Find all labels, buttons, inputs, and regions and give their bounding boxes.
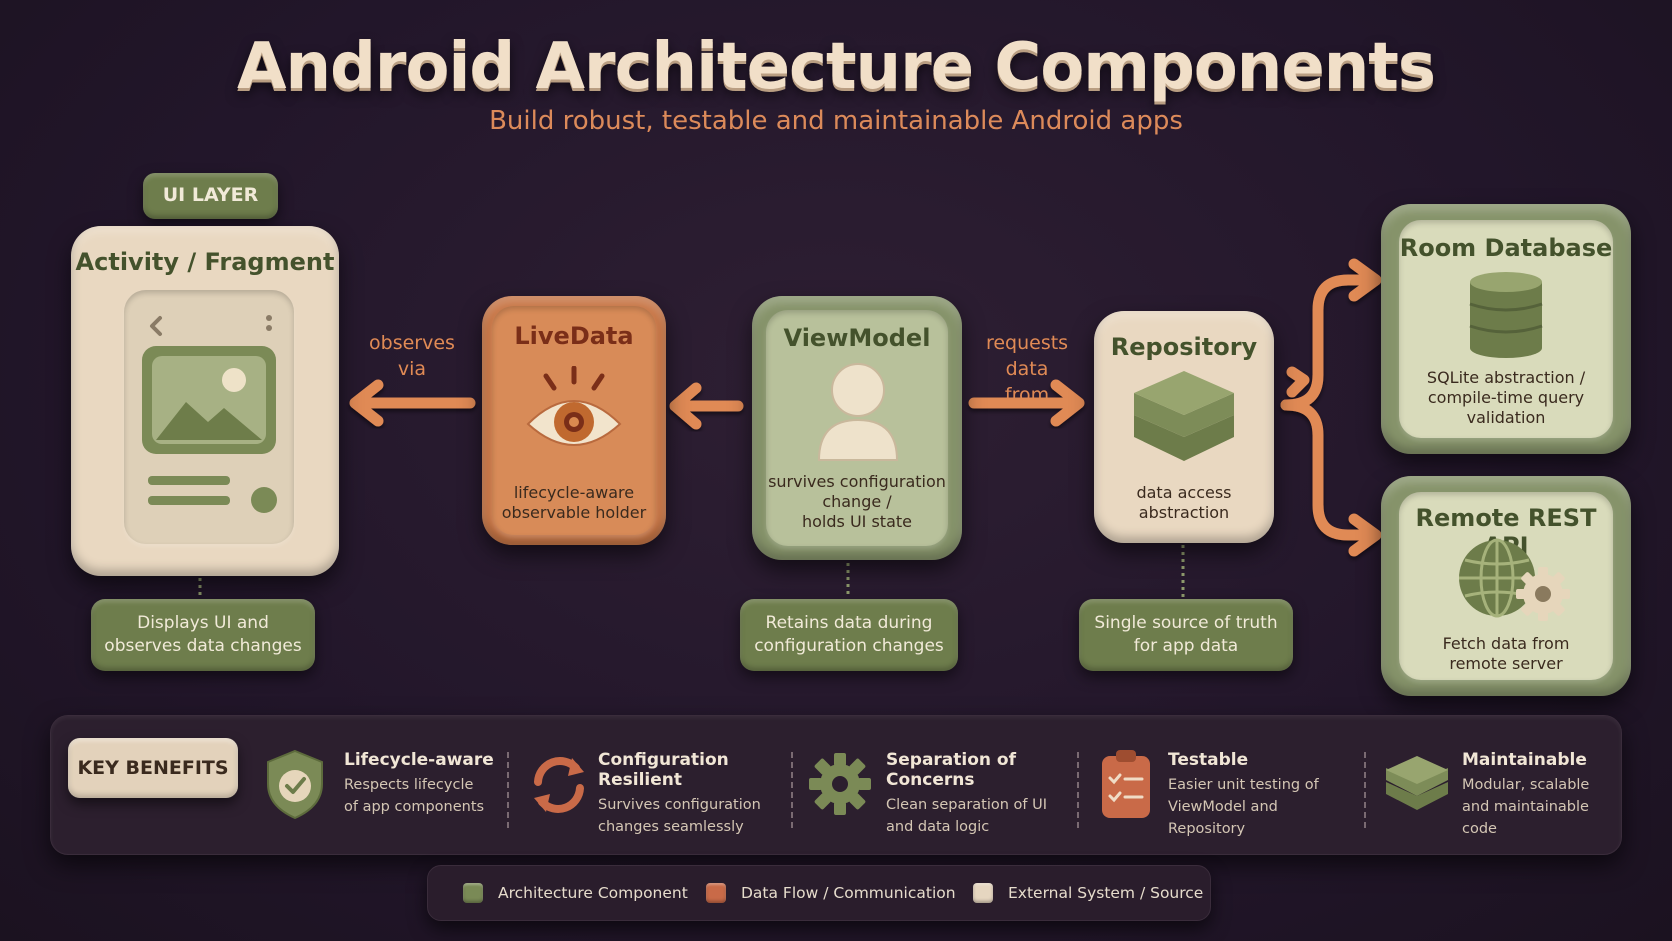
benefit-separator (791, 752, 793, 828)
viewmodel-note: Retains data during configuration change… (740, 599, 958, 671)
remote-api-desc: Fetch data from remote server (1442, 634, 1570, 673)
benefit-desc: Clean separation of UI and data logic (886, 797, 1048, 835)
benefit-desc: Respects lifecycle of app components (344, 777, 485, 815)
benefit-separation-of-concerns: Separation of Concerns Clean separation … (886, 750, 1071, 838)
repository-desc: data access abstraction (1136, 483, 1232, 522)
legend-swatch-architecture (463, 883, 483, 903)
benefit-separator (1364, 752, 1366, 828)
legend-label-dataflow: Data Flow / Communication (741, 884, 956, 902)
repository-title: Repository (1110, 333, 1258, 361)
benefit-testable: Testable Easier unit testing of ViewMode… (1168, 750, 1358, 840)
activity-fragment-node: Activity / Fragment (71, 226, 339, 576)
benefit-desc: Modular, scalable and maintainable code (1462, 777, 1590, 837)
legend-label-external: External System / Source (1008, 884, 1204, 902)
benefit-title: Lifecycle-aware (344, 750, 494, 770)
arrow-livedata-to-activity (349, 379, 476, 427)
arrow-viewmodel-to-livedata (669, 382, 744, 430)
benefit-title: Testable (1168, 750, 1249, 770)
activity-fragment-title: Activity / Fragment (75, 248, 335, 276)
repository-node: Repository data access abstraction (1094, 311, 1274, 543)
repository-note: Single source of truth for app data (1079, 599, 1293, 671)
arrow-repository-branch (1280, 258, 1382, 557)
layers-icon (1386, 756, 1448, 810)
key-benefits-label: KEY BENEFITS (68, 738, 238, 798)
diagram-title: Android Architecture Components (237, 30, 1436, 104)
legend (427, 865, 1211, 921)
benefit-configuration-resilient: Configuration Resilient Survives configu… (598, 750, 788, 838)
clipboard-checklist-icon (1102, 750, 1150, 818)
legend-swatch-external (973, 883, 993, 903)
livedata-desc: lifecycle-aware observable holder (501, 483, 647, 522)
shield-check-icon (267, 749, 323, 820)
benefit-maintainable: Maintainable Modular, scalable and maint… (1462, 750, 1618, 840)
gear-icon (809, 753, 871, 815)
viewmodel-node: ViewModel survives configuration change … (752, 296, 962, 560)
refresh-icon (534, 757, 584, 813)
layered-box-icon (1134, 371, 1234, 461)
database-icon (1469, 272, 1543, 358)
remote-api-title: Remote REST API (1415, 504, 1597, 560)
benefit-separator (1077, 752, 1079, 828)
benefit-title: Configuration Resilient (598, 750, 729, 790)
benefit-lifecycle-aware: Lifecycle-aware Respects lifecycle of ap… (344, 750, 494, 818)
benefit-title: Separation of Concerns (886, 750, 1016, 790)
diagram-subtitle: Build robust, testable and maintainable … (489, 106, 1183, 136)
remote-api-node: Remote REST API (1381, 476, 1631, 696)
legend-label-architecture: Architecture Component (498, 884, 688, 902)
arrow-viewmodel-to-repository (968, 379, 1085, 427)
room-database-node: Room Database SQLite abstraction / compi… (1381, 204, 1631, 454)
user-icon (817, 363, 899, 461)
room-database-title: Room Database (1399, 234, 1613, 262)
phone-illustration (124, 290, 294, 544)
edge-label-observes: observes via (369, 332, 455, 380)
benefit-desc: Easier unit testing of ViewModel and Rep… (1168, 777, 1319, 837)
viewmodel-desc: survives configuration change / holds UI… (768, 472, 946, 531)
benefit-separator (507, 752, 509, 828)
ui-layer-badge: UI LAYER (143, 173, 278, 219)
livedata-node: LiveData lifecycle-aware observable hold… (482, 296, 666, 545)
legend-swatch-dataflow (706, 883, 726, 903)
room-database-desc: SQLite abstraction / compile-time query … (1426, 368, 1586, 427)
phone-screen-icon (142, 315, 277, 513)
eye-icon (526, 366, 622, 446)
activity-note: Displays UI and observes data changes (91, 599, 315, 671)
viewmodel-title: ViewModel (783, 324, 931, 352)
benefit-title: Maintainable (1462, 750, 1587, 770)
edge-label-requests: requests data from (985, 332, 1069, 406)
globe-gear-icon (1459, 538, 1570, 621)
benefit-desc: Survives configuration changes seamlessl… (598, 797, 761, 835)
livedata-title: LiveData (514, 322, 634, 350)
